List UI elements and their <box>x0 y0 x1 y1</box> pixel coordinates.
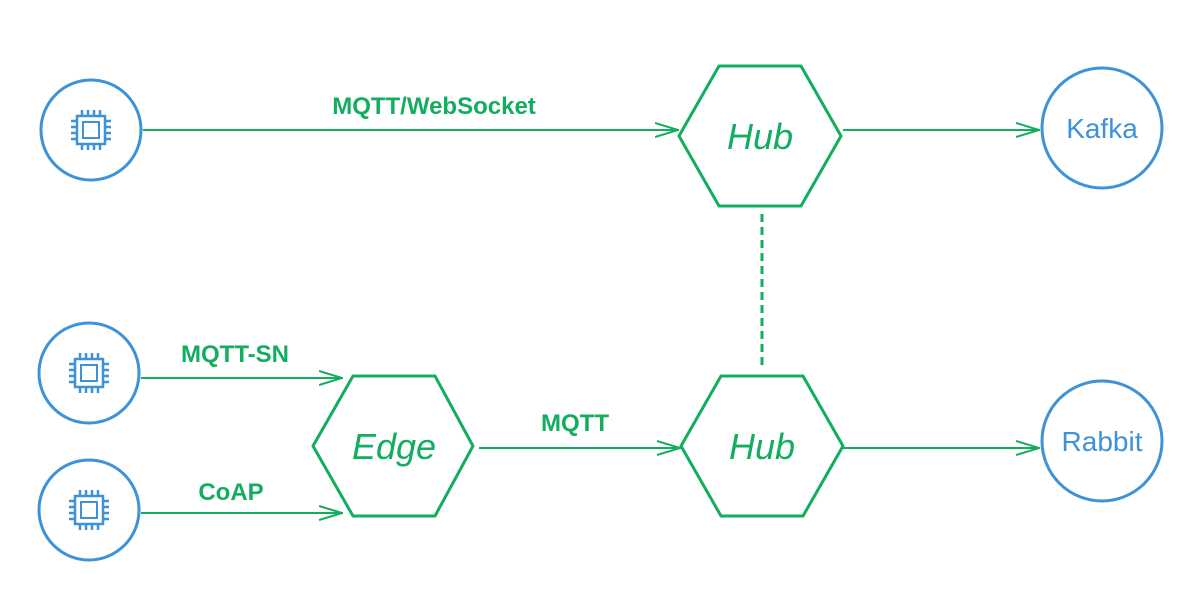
edge-label: Edge <box>352 426 436 467</box>
hub-label: Hub <box>729 426 795 467</box>
label-mqtt-websocket: MQTT/WebSocket <box>332 93 536 120</box>
device-node <box>39 78 143 182</box>
device-node <box>37 321 141 425</box>
label-mqtt-sn: MQTT-SN <box>181 341 289 368</box>
rabbit-label: Rabbit <box>1062 426 1143 457</box>
kafka-label: Kafka <box>1066 113 1138 144</box>
label-mqtt: MQTT <box>541 410 609 437</box>
device-node <box>37 458 141 562</box>
hub-node-bottom: Hub <box>679 374 845 518</box>
edge-node: Edge <box>311 374 475 518</box>
hub-node-top: Hub <box>677 64 843 208</box>
label-coap: CoAP <box>198 479 263 506</box>
kafka-node: Kafka <box>1040 66 1164 190</box>
hub-label: Hub <box>727 116 793 157</box>
rabbit-node: Rabbit <box>1040 379 1164 503</box>
